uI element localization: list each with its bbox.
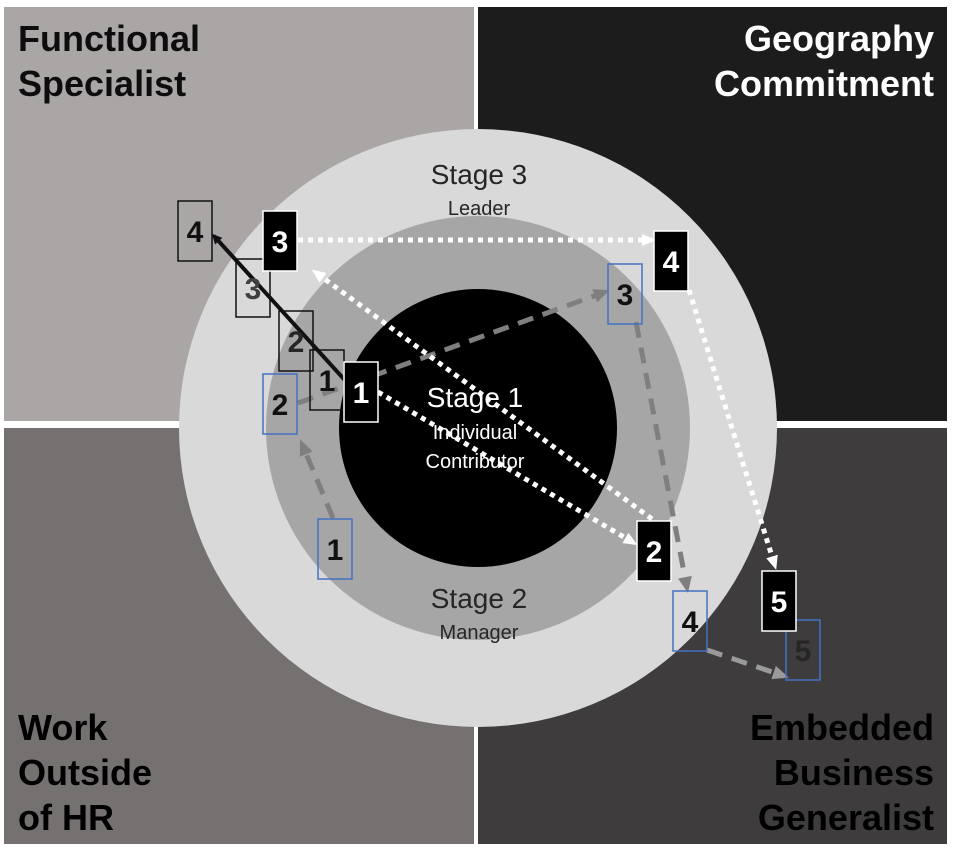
gc-step-4: 4 xyxy=(653,230,689,292)
fs-step-4-label: 4 xyxy=(187,216,204,249)
geography-commitment-label: Geography Commitment xyxy=(713,18,934,104)
fs-step-3-label: 3 xyxy=(245,273,262,306)
functional-specialist-label: Functional Specialist xyxy=(18,18,200,104)
work-outside-hr-label: Work Outside of HR xyxy=(18,707,153,838)
eg-step-5: 5 xyxy=(785,619,821,681)
path-dotted-4-to-5 xyxy=(686,289,778,570)
eg-step-4: 4 xyxy=(672,590,708,652)
gc-step-1-label: 1 xyxy=(353,377,370,410)
stage1-subtitle-line1: Individual xyxy=(433,422,518,444)
eg-step-2: 2 xyxy=(262,373,298,435)
embedded-business-generalist-label: Embedded Business Generalist xyxy=(749,707,934,838)
gc-step-5-label: 5 xyxy=(771,586,788,619)
eg-step-3: 3 xyxy=(607,263,643,325)
gc-step-1: 1 xyxy=(343,361,379,423)
eg-step-3-label: 3 xyxy=(617,279,634,312)
fs-step-4: 4 xyxy=(177,200,213,262)
path-dashed-4-to-5 xyxy=(706,647,789,680)
stage3-title: Stage 3 xyxy=(431,159,528,190)
stage3-subtitle: Leader xyxy=(448,198,511,220)
fs-step-3: 3 xyxy=(235,258,271,318)
stage2-title: Stage 2 xyxy=(431,583,528,614)
eg-step-4-label: 4 xyxy=(682,606,699,639)
stage1-core xyxy=(339,289,617,567)
path-solid-1-to-4 xyxy=(211,233,354,390)
stage1-subtitle-line2: Contributor xyxy=(426,451,525,473)
gc-step-5: 5 xyxy=(761,570,797,632)
stage2-subtitle: Manager xyxy=(440,622,519,644)
gc-step-2-label: 2 xyxy=(646,536,663,569)
eg-step-5-label: 5 xyxy=(795,635,812,668)
gc-step-2: 2 xyxy=(636,520,672,582)
gc-step-4-label: 4 xyxy=(663,246,680,279)
eg-step-1-label: 1 xyxy=(327,534,344,567)
fs-step-2: 2 xyxy=(278,310,314,372)
path-dashed-3-to-4 xyxy=(633,321,692,593)
fs-step-1-label: 1 xyxy=(319,365,336,398)
path-dashed-1-to-2 xyxy=(299,439,336,519)
eg-step-2-label: 2 xyxy=(272,389,289,422)
gc-step-3-label: 3 xyxy=(272,226,289,259)
fs-step-2-label: 2 xyxy=(288,326,305,359)
eg-step-1: 1 xyxy=(317,518,353,580)
gc-step-3: 3 xyxy=(262,210,298,272)
